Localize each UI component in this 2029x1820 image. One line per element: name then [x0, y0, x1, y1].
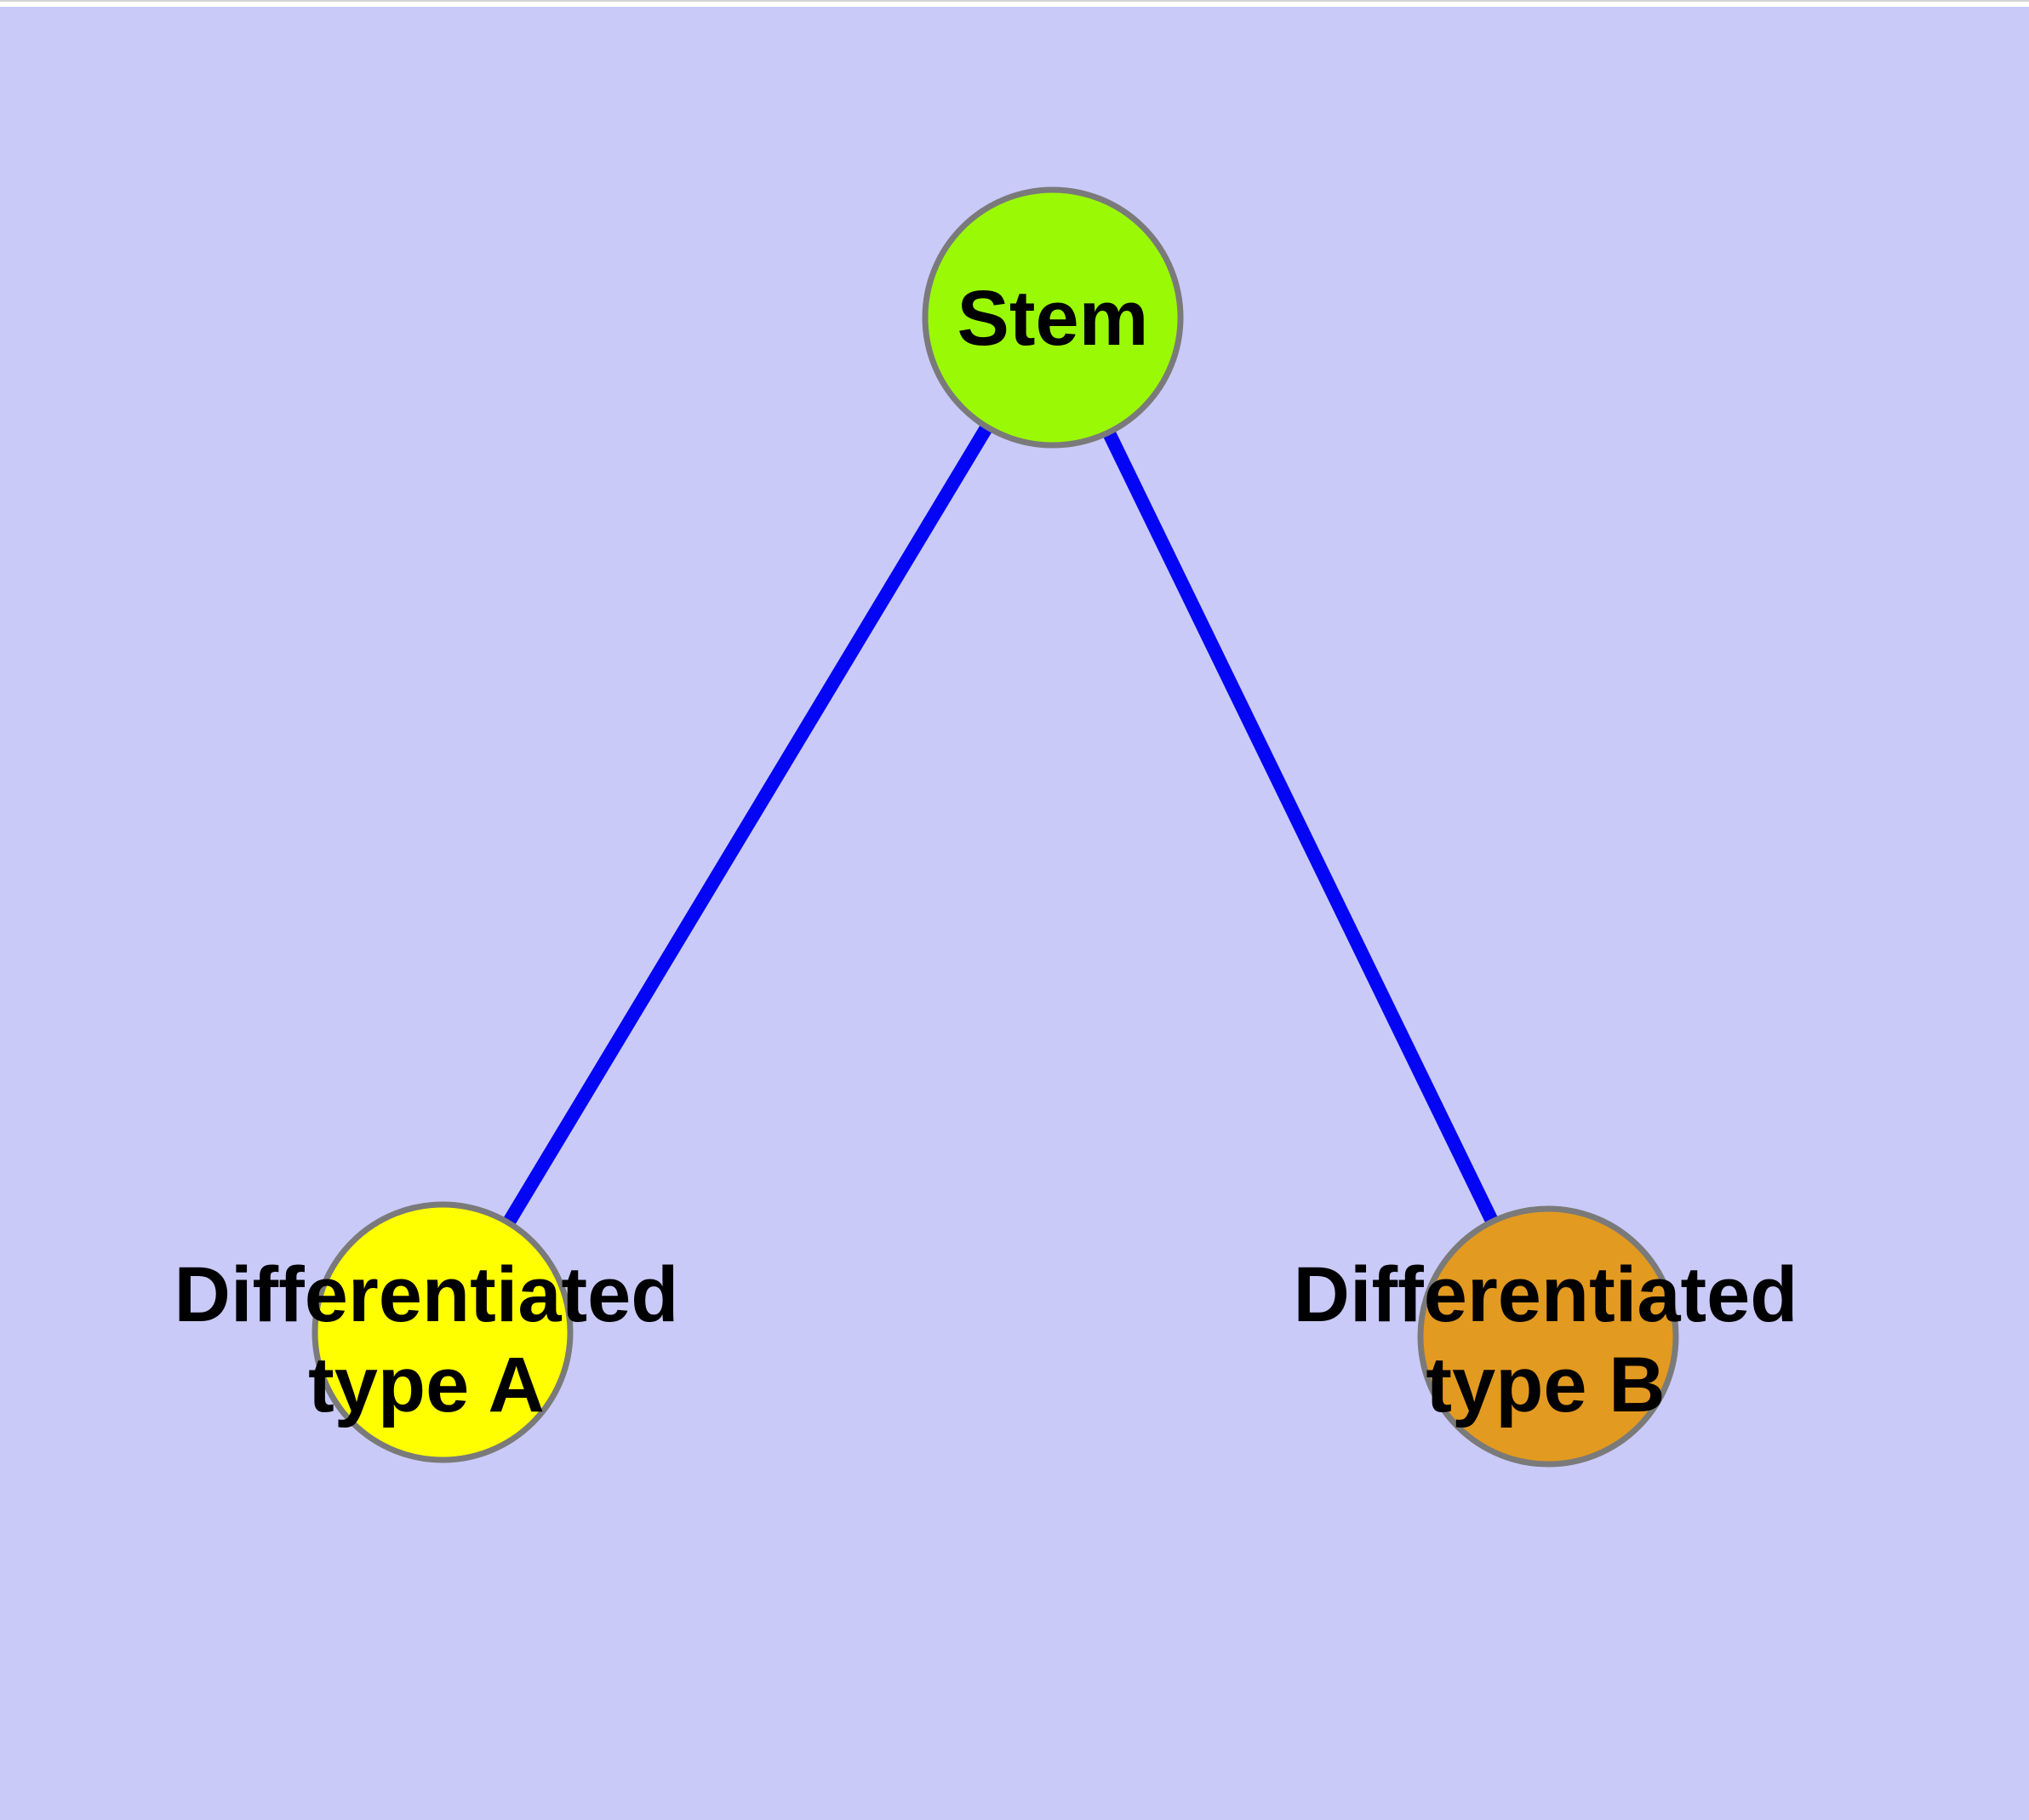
top-hairline	[0, 0, 2029, 2]
edges-layer	[437, 313, 1555, 1340]
node-type-a-label-line2: type A	[308, 1342, 545, 1428]
edge-stem-to-type-b	[1046, 314, 1555, 1340]
node-type-b-label-line2: type B	[1426, 1342, 1665, 1428]
node-differentiated-type-a: Differentiated type A	[174, 1201, 679, 1463]
node-type-b-circle	[1417, 1205, 1679, 1468]
node-stem-circle	[922, 186, 1184, 449]
node-stem-label: Stem	[957, 275, 1149, 362]
node-type-b-label-line1: Differentiated	[1294, 1251, 1798, 1338]
node-type-a-circle	[311, 1201, 574, 1463]
node-differentiated-type-b: Differentiated type B	[1294, 1205, 1798, 1468]
node-stem: Stem	[922, 186, 1184, 449]
edge-stem-to-type-a	[437, 313, 1059, 1336]
node-type-a-label-line1: Differentiated	[174, 1251, 679, 1338]
